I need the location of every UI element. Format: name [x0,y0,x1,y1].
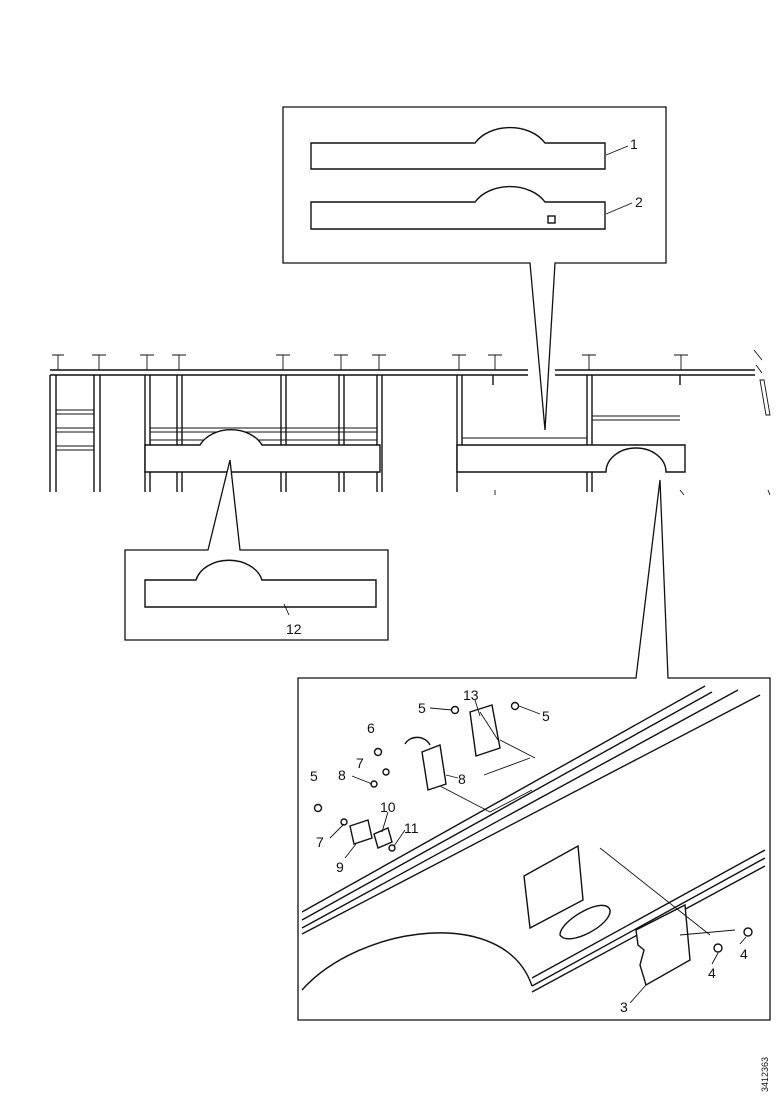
lower-panel-right [456,444,686,473]
detail-box-left [124,459,389,641]
callout-3: 3 [620,999,628,1015]
callout-labels: 1 2 12 13 5 5 6 7 8 8 5 10 11 7 9 4 4 3 [286,136,748,1015]
callout-4b: 4 [708,965,716,981]
callout-9: 9 [336,859,344,875]
callout-6a: 6 [367,720,375,736]
part-3-plate [635,903,691,987]
part-9 [349,819,373,845]
callout-7b: 7 [316,834,324,850]
detail-box-top [282,106,667,431]
drawing-code: 3412363 [760,1057,770,1092]
callout-1: 1 [630,136,638,152]
detail-box-exploded [297,479,771,1021]
lower-panel-left [144,429,381,473]
callout-5c: 5 [310,768,318,784]
callout-8b: 8 [458,771,466,787]
callout-2: 2 [635,194,643,210]
callout-7a: 7 [356,755,364,771]
callout-5a: 5 [418,700,426,716]
callout-13: 13 [463,687,479,703]
callout-8a: 8 [338,767,346,783]
callout-10: 10 [380,799,396,815]
callout-5b: 5 [542,708,550,724]
part-13-bracket [469,704,501,757]
panel-2 [310,185,606,230]
panel-2-square-hole [547,215,556,224]
panel-1 [310,126,606,170]
side-frame [49,349,771,496]
callout-4a: 4 [740,946,748,962]
part-8-block [421,744,447,791]
callout-12: 12 [286,621,302,637]
part-10 [373,827,393,849]
panel-12 [144,559,377,608]
callout-11: 11 [404,820,419,836]
